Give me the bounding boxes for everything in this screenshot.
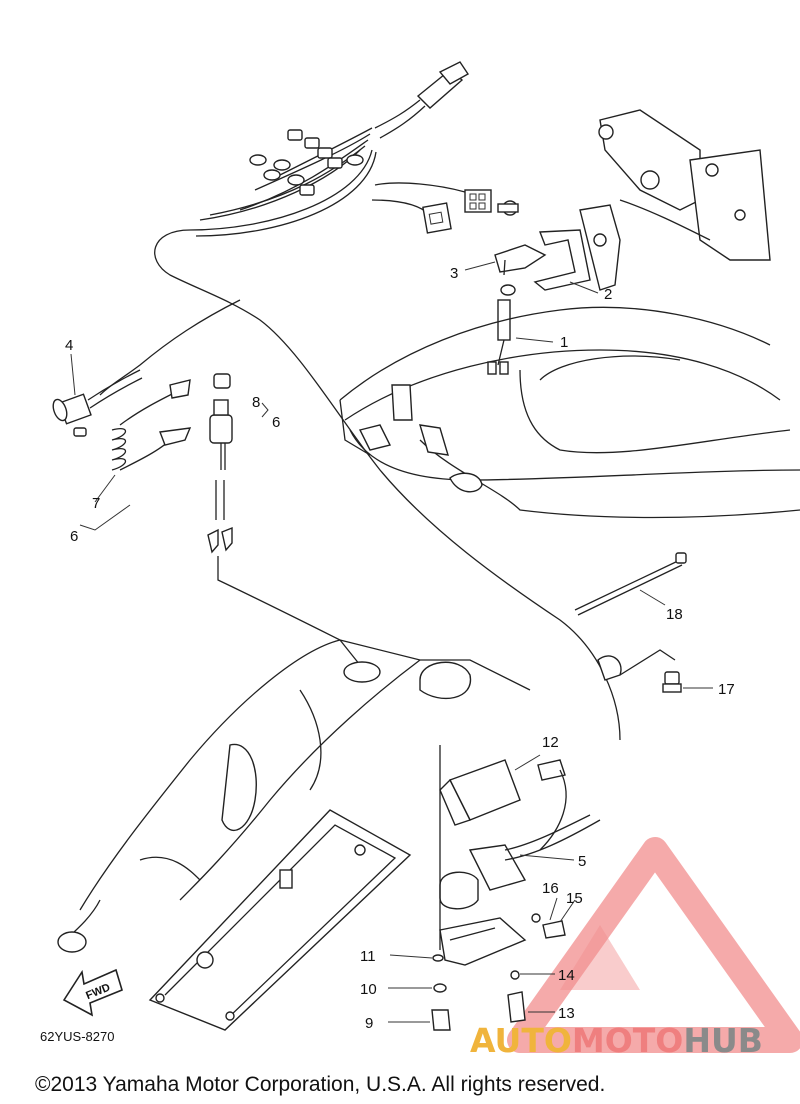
lower-tray [148, 809, 412, 1031]
stop-switch-cluster [431, 745, 601, 1031]
bullet-terminals [249, 129, 364, 196]
watermark-auto: AUTO [470, 1021, 572, 1060]
leader-lines [70, 261, 713, 1023]
callout-4: 4 [65, 337, 73, 354]
callout-5: 5 [578, 853, 586, 870]
watermark-text: AUTOMOTOHUB [470, 1021, 763, 1060]
callout-16: 16 [542, 880, 559, 897]
callout-12: 12 [542, 734, 559, 751]
callout-9: 9 [365, 1015, 373, 1032]
callout-1: 1 [560, 334, 568, 351]
clip-and-band [574, 552, 687, 693]
callout-13: 13 [558, 1005, 575, 1022]
callout-10: 10 [360, 981, 377, 998]
diagram-code: 62YUS-8270 [40, 1029, 114, 1044]
callout-3: 3 [450, 265, 458, 282]
callout-6b: 6 [70, 528, 78, 545]
key-switch-assembly [52, 369, 361, 666]
callout-8: 8 [252, 394, 260, 411]
callout-15: 15 [566, 890, 583, 907]
bottom-cowling [339, 306, 800, 519]
copyright-notice: ©2013 Yamaha Motor Corporation, U.S.A. A… [35, 1073, 605, 1096]
watermark-logo: AUTOMOTOHUB [470, 1021, 763, 1060]
watermark-hub: HUB [683, 1021, 763, 1060]
tiller-handle [57, 639, 531, 953]
callout-17: 17 [718, 681, 735, 698]
callout-2: 2 [604, 286, 612, 303]
watermark-moto: MOTO [572, 1021, 683, 1060]
watermark-triangle [507, 837, 800, 1053]
wiring-harness [99, 61, 621, 741]
callout-6a: 6 [272, 414, 280, 431]
callout-labels: 1 2 3 4 5 6 6 7 8 9 10 11 12 13 14 15 16… [65, 265, 735, 1032]
callout-14: 14 [558, 967, 575, 984]
fwd-arrow-icon: FWD [62, 968, 123, 1017]
callout-11: 11 [360, 948, 376, 965]
callout-18: 18 [666, 606, 683, 623]
callout-7: 7 [92, 495, 100, 512]
cowling-bracket-area [487, 109, 771, 375]
